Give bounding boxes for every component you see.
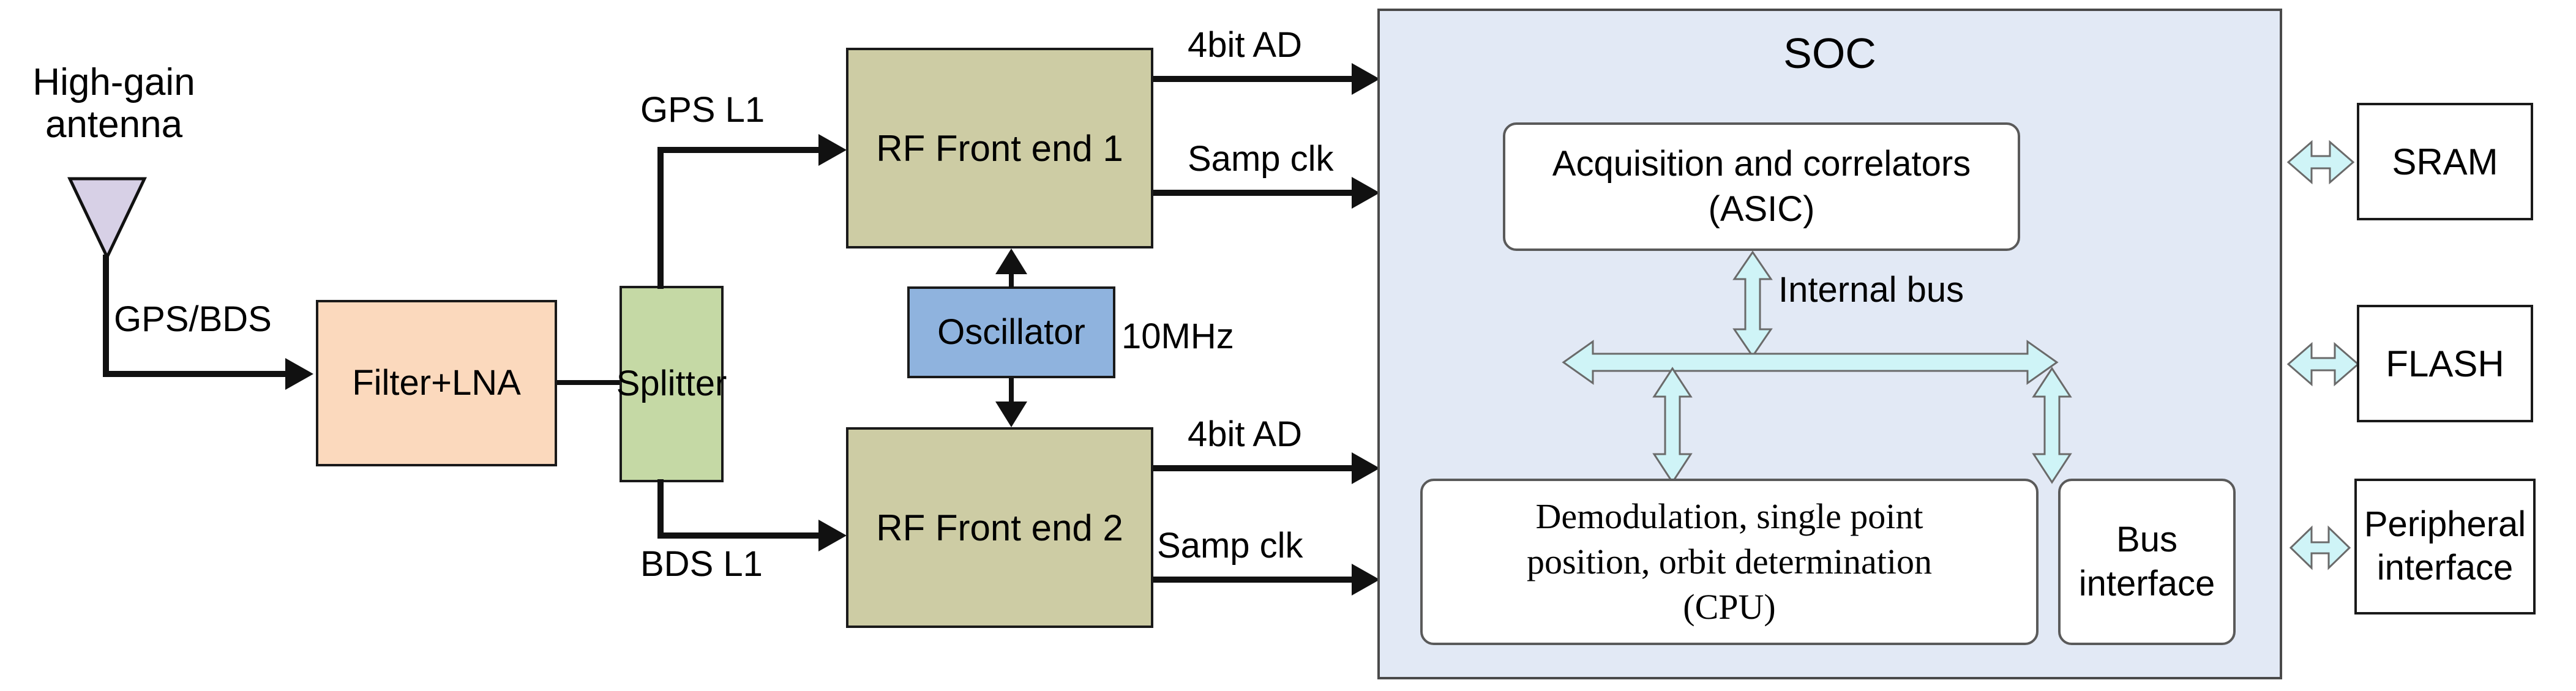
splitter-down-wire	[657, 479, 664, 539]
splitter-up-wire	[657, 147, 664, 289]
antenna-label-line1: High-gain	[32, 61, 195, 103]
rf1-clk-arrowhead	[1352, 177, 1380, 209]
rf1-ad-arrowhead	[1352, 63, 1380, 95]
rf1-ad-wire	[1153, 76, 1359, 82]
gps-l1-arrowhead	[818, 134, 847, 166]
bus-interface-block[interactable]: Bus interface	[2058, 479, 2236, 645]
splitter-block[interactable]: Splitter	[616, 286, 727, 482]
filter-to-splitter-wire	[557, 380, 621, 385]
rf2-clk-label: Samp clk	[1157, 526, 1303, 566]
rf2-ad-arrowhead	[1352, 452, 1380, 484]
filter-lna-block[interactable]: Filter+LNA	[316, 300, 557, 466]
internal-bus-label: Internal bus	[1778, 270, 1964, 310]
oscillator-block[interactable]: Oscillator	[907, 286, 1115, 378]
cpu-line-3: (CPU)	[1683, 587, 1776, 627]
rf-front-end-2-block[interactable]: RF Front end 2	[846, 427, 1153, 628]
bds-l1-label: BDS L1	[640, 544, 763, 584]
oscillator-freq-label: 10MHz	[1121, 316, 1234, 356]
flash-block[interactable]: FLASH	[2357, 305, 2533, 422]
splitter-up-to-rf1-wire	[657, 147, 822, 153]
rf1-clk-wire	[1153, 190, 1359, 196]
rf2-clk-arrowhead	[1352, 564, 1380, 596]
rf2-ad-label: 4bit AD	[1188, 414, 1302, 454]
bus-to-cpu-arrow	[1652, 367, 1693, 484]
rf2-ad-wire	[1153, 465, 1359, 471]
osc-to-rf2-wire	[1009, 378, 1014, 405]
splitter-down-to-rf2-wire	[657, 532, 822, 539]
osc-to-rf2-arrowhead	[995, 402, 1027, 427]
asic-line-2: (ASIC)	[1708, 189, 1815, 229]
bds-l1-arrowhead	[818, 520, 847, 551]
cpu-line-1: Demodulation, single point	[1535, 496, 1923, 536]
rf-front-end-1-block[interactable]: RF Front end 1	[846, 48, 1153, 248]
rf1-ad-label: 4bit AD	[1188, 25, 1302, 65]
peripheral-interface-line-2: interface	[2376, 548, 2514, 588]
antenna-label: High-gain antenna	[16, 61, 212, 146]
asic-block[interactable]: Acquisition and correlators (ASIC)	[1503, 122, 2020, 251]
antenna-to-filter-arrowhead	[285, 358, 313, 390]
bus-to-bus-interface-arrow	[2032, 367, 2072, 484]
cpu-block[interactable]: Demodulation, single point position, orb…	[1420, 479, 2039, 645]
bus-interface-line-1: Bus	[2116, 520, 2177, 560]
internal-bus-arrow	[1562, 340, 2059, 385]
sram-block[interactable]: SRAM	[2357, 103, 2533, 220]
bus-interface-line-2: interface	[2078, 564, 2215, 603]
antenna-label-line2: antenna	[45, 103, 183, 146]
soc-to-sram-arrow	[2286, 140, 2355, 185]
gps-l1-label: GPS L1	[640, 90, 765, 130]
peripheral-interface-block[interactable]: Peripheral interface	[2354, 479, 2536, 614]
soc-title: SOC	[1783, 29, 1876, 77]
antenna-to-filter-wire	[103, 371, 286, 377]
cpu-line-2: position, orbit determination	[1526, 541, 1933, 581]
antenna-mast-wire	[103, 255, 109, 377]
antenna-icon	[67, 176, 147, 261]
osc-to-rf1-arrowhead	[995, 248, 1027, 274]
gps-bds-link-label: GPS/BDS	[114, 299, 272, 339]
asic-line-1: Acquisition and correlators	[1552, 143, 1971, 184]
rf1-clk-label: Samp clk	[1188, 139, 1334, 179]
rf2-clk-wire	[1153, 577, 1359, 583]
peripheral-interface-line-1: Peripheral	[2364, 504, 2526, 545]
soc-to-peripheral-arrow	[2289, 525, 2351, 570]
soc-to-flash-arrow	[2286, 342, 2360, 387]
